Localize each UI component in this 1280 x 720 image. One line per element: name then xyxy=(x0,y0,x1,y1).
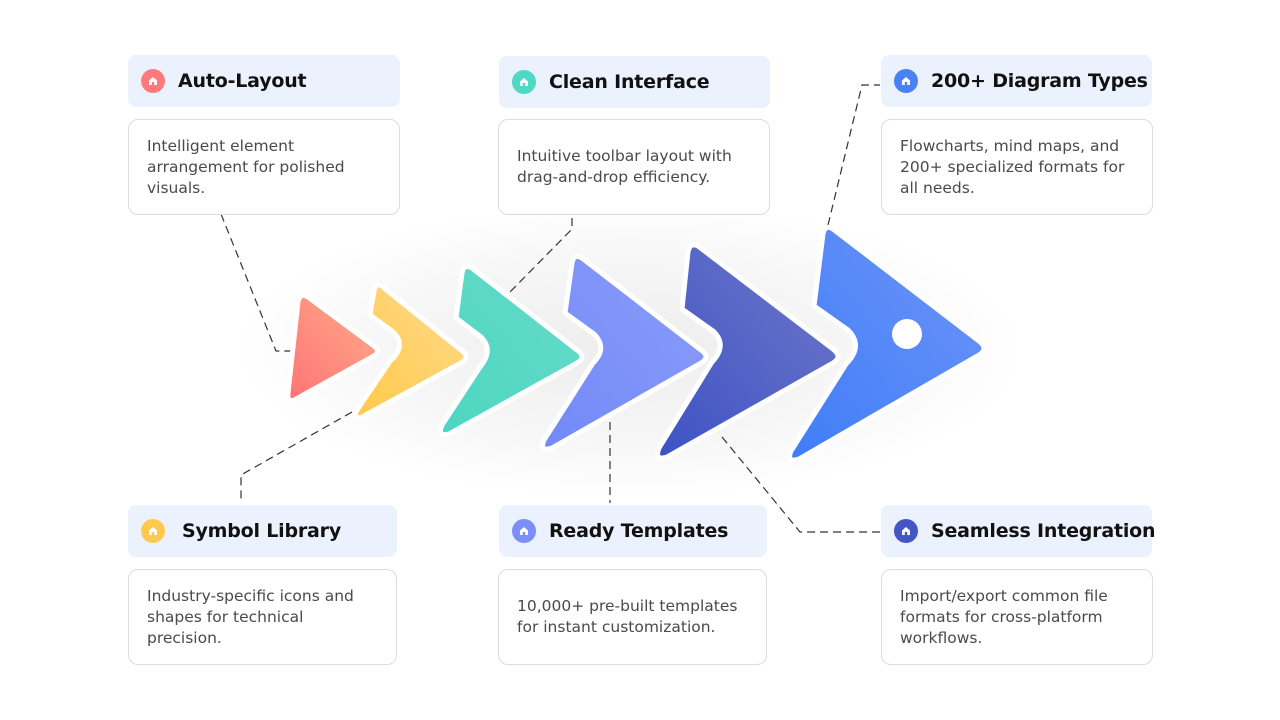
home-icon xyxy=(141,519,165,543)
feature-description: Industry-specific icons and shapes for t… xyxy=(147,586,354,647)
arrow-end-dot xyxy=(892,319,922,349)
feature-description: Intelligent element arrangement for poli… xyxy=(147,137,345,197)
feature-card-diagram-types: Flowcharts, mind maps, and 200+ speciali… xyxy=(881,119,1153,215)
feature-description: Intuitive toolbar layout with drag-and-d… xyxy=(517,147,732,186)
home-icon xyxy=(894,69,918,93)
arrow-2 xyxy=(352,282,469,421)
feature-description: 10,000+ pre-built templates for instant … xyxy=(517,597,738,636)
arrow-5 xyxy=(655,242,841,461)
arrow-4 xyxy=(540,253,709,452)
home-icon xyxy=(512,519,536,543)
feature-description: Flowcharts, mind maps, and 200+ speciali… xyxy=(900,137,1125,197)
arrow-3 xyxy=(438,263,585,438)
feature-header-ready-templates: Ready Templates xyxy=(499,505,767,557)
connector-symbol-library xyxy=(240,411,353,503)
connector-clean-interface xyxy=(509,218,573,293)
feature-title: Clean Interface xyxy=(549,71,710,93)
connector-auto-layout xyxy=(220,213,292,352)
feature-title: 200+ Diagram Types xyxy=(931,70,1148,92)
feature-card-clean-interface: Intuitive toolbar layout with drag-and-d… xyxy=(498,119,770,215)
feature-header-diagram-types: 200+ Diagram Types xyxy=(881,55,1152,107)
feature-title: Seamless Integration xyxy=(931,520,1156,542)
home-icon xyxy=(894,519,918,543)
connector-diagram-types xyxy=(827,84,880,226)
feature-card-symbol-library: Industry-specific icons and shapes for t… xyxy=(128,569,397,665)
home-icon xyxy=(141,69,165,93)
feature-header-auto-layout: Auto-Layout xyxy=(128,55,400,107)
feature-card-ready-templates: 10,000+ pre-built templates for instant … xyxy=(498,569,767,665)
home-icon xyxy=(512,70,536,94)
connectors xyxy=(220,84,880,533)
arrow-1 xyxy=(285,292,380,403)
feature-title: Ready Templates xyxy=(549,520,729,542)
feature-card-seamless-integration: Import/export common file formats for cr… xyxy=(881,569,1153,665)
connector-seamless-integration xyxy=(721,436,880,533)
feature-header-clean-interface: Clean Interface xyxy=(499,56,770,108)
feature-card-auto-layout: Intelligent element arrangement for poli… xyxy=(128,119,400,215)
arrows xyxy=(285,224,987,463)
feature-header-symbol-library: Symbol Library xyxy=(128,505,397,557)
feature-description: Import/export common file formats for cr… xyxy=(900,587,1108,647)
arrow-6 xyxy=(787,224,987,463)
feature-header-seamless-integration: Seamless Integration xyxy=(881,505,1156,557)
feature-title: Symbol Library xyxy=(182,520,342,542)
feature-title: Auto-Layout xyxy=(178,70,307,92)
